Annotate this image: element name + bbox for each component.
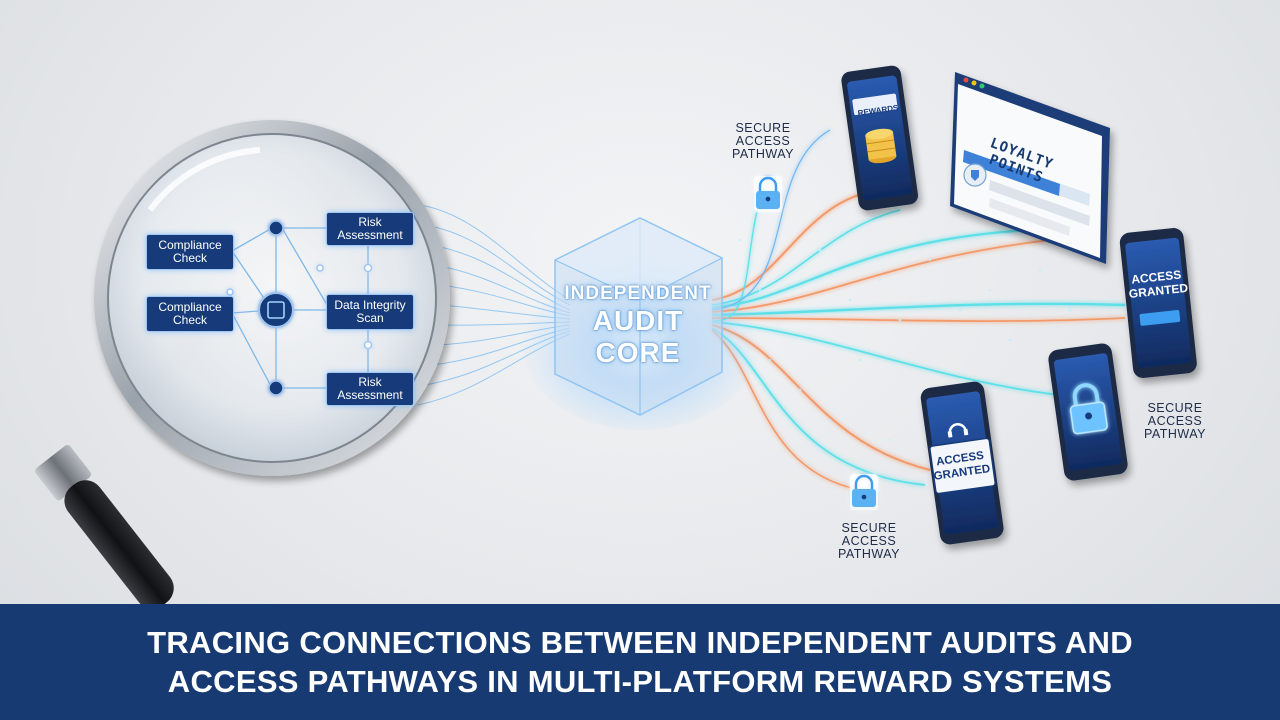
scene-graphics (35, 65, 1197, 604)
core-line-3: CORE (595, 337, 681, 368)
access-granted-phone-bottom (920, 381, 1004, 545)
lock-icon (1069, 383, 1108, 435)
pathway-lock-top-icon (754, 176, 782, 212)
pathway-lock-bottom-icon (850, 474, 878, 510)
risk-assessment-box-bottom: Risk Assessment (326, 372, 414, 406)
magnifying-glass-icon (35, 120, 450, 604)
headset-icon (947, 423, 969, 438)
data-integrity-scan-box: Data Integrity Scan (326, 294, 414, 330)
access-granted-phone-right (1119, 228, 1197, 378)
shield-icon (963, 163, 987, 187)
lens-nodes (226, 220, 373, 396)
lock-phone (1048, 343, 1128, 481)
compliance-check-box-2: Compliance Check (146, 296, 234, 332)
risk-assessment-box-top: Risk Assessment (326, 212, 414, 246)
compliance-check-box-1: Compliance Check (146, 234, 234, 270)
magnifier-handle (35, 445, 174, 604)
pathway-label-bottom: SECURE ACCESS PATHWAY (837, 521, 901, 561)
rewards-phone (841, 65, 919, 211)
core-line-2: AUDIT (592, 305, 684, 336)
audit-core-label: INDEPENDENT AUDIT CORE (553, 283, 723, 369)
lens-center-node (258, 292, 294, 328)
audit-core-cube-icon (520, 217, 760, 430)
core-line-1: INDEPENDENT (564, 283, 712, 304)
loyalty-points-window (950, 72, 1110, 264)
coins-icon (865, 128, 897, 164)
banner-title: TRACING CONNECTIONS BETWEEN INDEPENDENT … (147, 625, 1133, 699)
pathway-label-top: SECURE ACCESS PATHWAY (731, 121, 795, 161)
title-banner: TRACING CONNECTIONS BETWEEN INDEPENDENT … (0, 604, 1280, 720)
data-sparkles (738, 238, 1072, 442)
pathway-label-right: SECURE ACCESS PATHWAY (1143, 401, 1207, 441)
